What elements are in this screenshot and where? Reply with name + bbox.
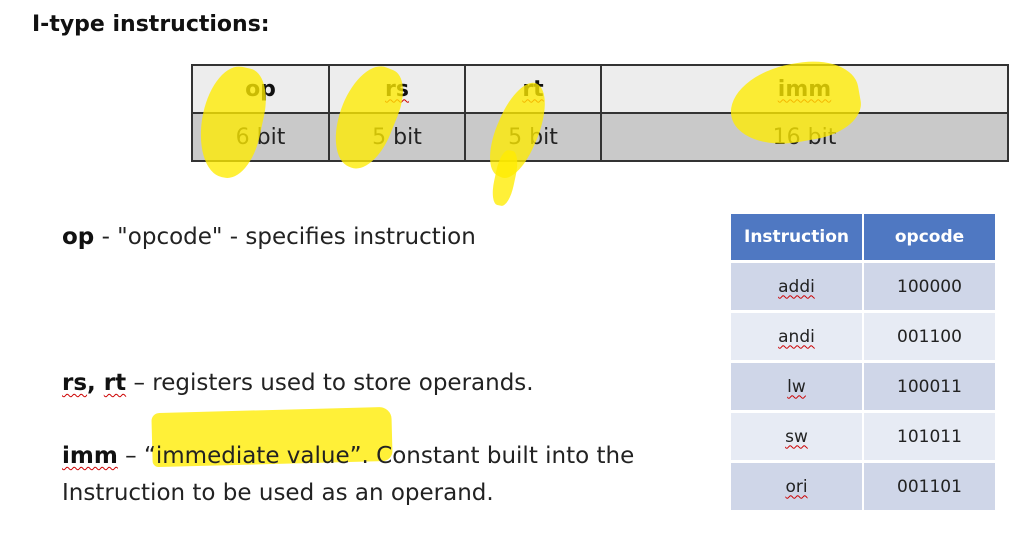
imm-description-line2: Instruction to be used as an operand. <box>62 480 494 506</box>
opcode-cell: 100011 <box>864 360 995 410</box>
opcode-cell: 101011 <box>864 410 995 460</box>
field-rt-name: rt <box>464 64 602 114</box>
imm-description: imm – “immediate value”. Constant built … <box>62 443 635 469</box>
instruction-format-table: op rs rt imm 6 bit 5 bit 5 bit 16 bit <box>191 64 1009 162</box>
instruction-cell: andi <box>731 310 864 360</box>
instruction-cell: lw <box>731 360 864 410</box>
table-row: ori 001101 <box>731 460 995 510</box>
column-header-instruction: Instruction <box>731 214 864 260</box>
instruction-cell: ori <box>731 460 864 510</box>
opcode-cell: 001100 <box>864 310 995 360</box>
op-description: op - "opcode" - specifies instruction <box>62 224 476 250</box>
page-title: I-type instructions: <box>32 12 270 37</box>
column-header-opcode: opcode <box>864 214 995 260</box>
table-row: addi 100000 <box>731 260 995 310</box>
opcode-cell: 100000 <box>864 260 995 310</box>
instruction-cell: sw <box>731 410 864 460</box>
opcode-cell: 001101 <box>864 460 995 510</box>
table-row: lw 100011 <box>731 360 995 410</box>
registers-description: rs, rt – registers used to store operand… <box>62 370 534 396</box>
instruction-cell: addi <box>731 260 864 310</box>
table-row: andi 001100 <box>731 310 995 360</box>
opcode-table: Instruction opcode addi 100000 andi 0011… <box>731 214 995 510</box>
table-row: sw 101011 <box>731 410 995 460</box>
